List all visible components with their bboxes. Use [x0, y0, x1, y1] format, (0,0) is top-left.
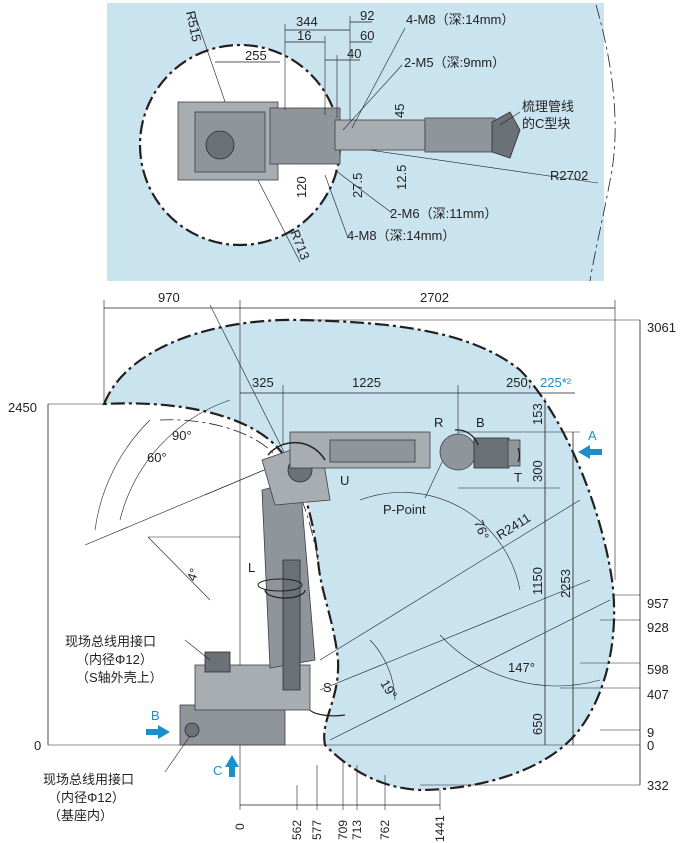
dim-762: 762: [378, 820, 392, 840]
note-4m8-top: 4-M8（深:14mm）: [406, 12, 514, 27]
angle-60: 60°: [147, 450, 167, 465]
view-c-label: C: [213, 763, 222, 778]
dim-120: 120: [294, 176, 309, 198]
r515-label: R515: [183, 10, 204, 44]
dim-12-5: 12.5: [394, 165, 409, 190]
robot-wrist-b: [473, 437, 510, 469]
dim-2450: 2450: [8, 400, 37, 415]
axis-r: R: [434, 415, 443, 430]
dim-0-left: 0: [34, 738, 41, 753]
axis-u: U: [340, 473, 349, 488]
note-cable-block-1: 梳理管线: [522, 99, 574, 114]
dim-16: 16: [297, 28, 311, 43]
top-view: 344 92 16 60 255 40 45 120 27.5 12.5 R51…: [107, 3, 616, 282]
note-s-axis-1: 现场总线用接口: [65, 634, 156, 649]
robot-base: [179, 704, 286, 746]
note-4m8-bottom: 4-M8（深:14mm）: [347, 228, 455, 243]
angle-76: 76°: [471, 518, 492, 542]
dim-598: 598: [647, 662, 669, 677]
dim-2702: 2702: [420, 290, 449, 305]
view-a-arrow: [578, 445, 602, 459]
angle-90: 90°: [172, 428, 192, 443]
dim-225: 225*²: [540, 375, 572, 390]
dim-713: 713: [350, 820, 364, 840]
dim-562: 562: [290, 820, 304, 840]
axis-l: L: [248, 560, 255, 575]
dim-407: 407: [647, 687, 669, 702]
dim-60: 60: [360, 28, 374, 43]
top-joint: [205, 130, 235, 160]
dim-40: 40: [347, 46, 361, 61]
dim-250: 250,: [506, 375, 531, 390]
dim-255: 255: [245, 48, 267, 63]
top-forearm: [334, 119, 426, 151]
view-c-arrow: [225, 755, 239, 777]
dim-9: 9: [647, 725, 654, 740]
dim-45: 45: [392, 104, 407, 118]
note-s-axis-2: （内径Φ12）: [76, 652, 153, 667]
angle-147: 147°: [508, 660, 535, 675]
top-shoulder: [269, 107, 341, 165]
axis-t: T: [514, 470, 522, 485]
dim-577: 577: [310, 820, 324, 840]
dim-928: 928: [647, 620, 669, 635]
dim-650: 650: [530, 713, 545, 735]
dim-27-5: 27.5: [350, 173, 365, 198]
dim-1225: 1225: [352, 375, 381, 390]
axis-s: S: [323, 680, 332, 695]
dim-344: 344: [296, 14, 318, 29]
note-cable-block-2: 的C型块: [522, 116, 570, 131]
dim-0-right: 0: [647, 738, 654, 753]
dim-92: 92: [360, 8, 374, 23]
p-point-label: P-Point: [383, 502, 426, 517]
note-base-3: （基座内）: [48, 808, 113, 823]
note-base-1: 现场总线用接口: [43, 772, 134, 787]
dim-1441: 1441: [433, 815, 447, 842]
note-2m5: 2-M5（深:9mm）: [404, 55, 505, 70]
view-b-arrow: [146, 725, 170, 739]
view-b-label: B: [151, 708, 160, 723]
axis-b: B: [476, 415, 485, 430]
r2702-label: R2702: [550, 168, 588, 183]
dim-153: 153: [530, 403, 545, 425]
dim-970: 970: [158, 290, 180, 305]
note-2m6: 2-M6（深:11mm）: [390, 206, 497, 221]
top-wrist: [424, 117, 496, 153]
dim-300: 300: [530, 460, 545, 482]
robot-side: [179, 429, 521, 746]
robot-flange: [507, 439, 521, 467]
robot-connector: [204, 651, 231, 673]
robot-balancer: [282, 559, 301, 691]
note-s-axis-3: （S轴外壳上）: [76, 670, 163, 685]
dim-957: 957: [647, 596, 669, 611]
top-c-block: [491, 111, 521, 159]
side-view: 970 2702 325 1225 250, 225*² 3061 957 92…: [8, 290, 676, 842]
work-envelope: [102, 318, 616, 792]
dim-709: 709: [336, 820, 350, 840]
dim-332: 332: [647, 778, 669, 793]
view-a-label: A: [588, 428, 597, 443]
dim-2253: 2253: [558, 569, 573, 598]
dim-1150: 1150: [530, 567, 545, 595]
dim-bottom-0: 0: [233, 823, 247, 830]
dim-325: 325: [252, 375, 274, 390]
angle-4: 4°: [184, 566, 202, 583]
note-base-2: （内径Φ12）: [48, 790, 125, 805]
robot-wrist-r: [439, 433, 477, 471]
dim-3061: 3061: [647, 320, 676, 335]
